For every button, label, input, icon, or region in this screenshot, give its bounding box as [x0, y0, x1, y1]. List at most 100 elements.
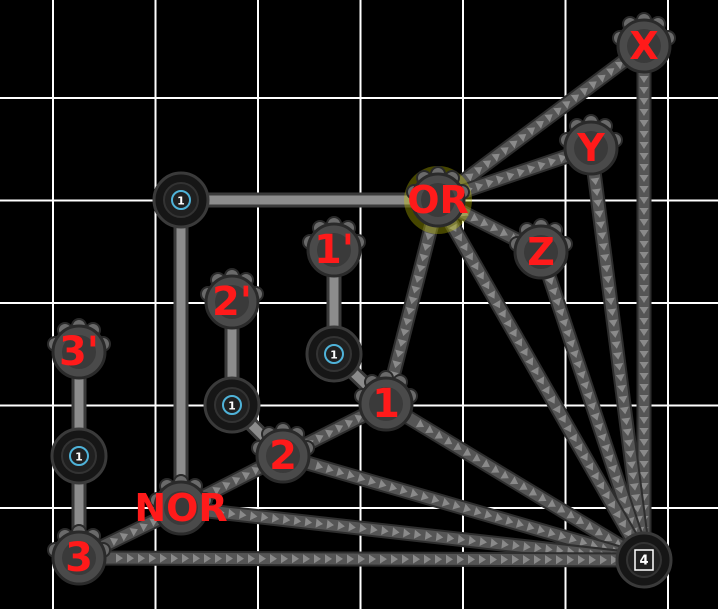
chain-arrow-icon [498, 309, 506, 318]
chain-arrow-icon [566, 555, 575, 565]
chain-arrow-icon [441, 497, 450, 507]
gate-node-n1[interactable]: 1 [354, 370, 418, 432]
chain-arrow-icon [481, 459, 490, 468]
chain-arrow-icon [501, 539, 509, 549]
chain-arrow-icon [587, 402, 596, 411]
gate-node-x[interactable]: X [612, 12, 676, 74]
chain-arrow-icon [509, 140, 518, 149]
counter-value: 1 [75, 451, 83, 464]
chain-arrow-icon [566, 339, 576, 348]
gate-node-z[interactable]: Z [509, 218, 573, 280]
chain-arrow-icon [575, 516, 585, 525]
chain-link[interactable] [533, 249, 652, 563]
gate-node-n3p[interactable]: 3' [47, 318, 111, 380]
gate-core [574, 131, 608, 165]
chain-arrow-icon [435, 532, 444, 542]
chain-arrow-icon [569, 433, 577, 442]
chain-arrow-icon [467, 554, 476, 564]
chain-arrow-icon [346, 554, 355, 564]
chain-arrow-icon [337, 521, 345, 531]
chain-arrow-icon [392, 527, 400, 537]
chain-arrow-icon [623, 529, 632, 538]
chain-arrow-icon [615, 485, 624, 494]
chain-arrow-icon [258, 554, 267, 564]
chain-arrow-icon [491, 465, 500, 473]
chain-arrow-icon [325, 464, 334, 473]
gate-label: 2 [269, 433, 297, 479]
counter-node[interactable]: 1 [203, 376, 261, 434]
chain-link[interactable] [433, 39, 649, 207]
gate-core [164, 491, 198, 525]
chain-arrow-icon [454, 233, 463, 242]
chain-arrow-icon [604, 454, 614, 463]
chain-arrow-icon [115, 553, 124, 563]
gate-node-or[interactable]: OR [404, 166, 472, 234]
chain-arrow-icon [509, 476, 519, 485]
chain-arrow-icon [585, 462, 594, 471]
chain-arrow-icon [304, 517, 313, 527]
chain-arrow-icon [525, 357, 534, 366]
chain-arrow-icon [610, 555, 619, 565]
chain-arrow-icon [487, 290, 495, 299]
hub-counter-node[interactable]: 4 [615, 531, 673, 589]
chain-arrow-icon [236, 554, 245, 564]
chain-arrow-icon [214, 553, 223, 563]
chain-arrow-icon [601, 264, 611, 273]
gate-node-n1p[interactable]: 1' [302, 216, 366, 278]
gate-core [266, 439, 300, 473]
chain-arrow-icon [562, 329, 572, 338]
chain-arrow-icon [639, 296, 649, 303]
gate-label: 2' [212, 279, 252, 325]
chain-arrow-icon [610, 330, 619, 338]
chain-arrow-icon [446, 533, 455, 543]
chain-arrow-icon [491, 153, 500, 162]
chain-link[interactable] [180, 500, 645, 568]
gate-node-n2p[interactable]: 2' [200, 268, 264, 330]
chain-link[interactable] [78, 550, 645, 568]
chain-arrow-icon [415, 419, 425, 428]
chain-arrow-icon [601, 443, 610, 452]
chain-link[interactable] [636, 46, 652, 560]
chain-arrow-icon [541, 385, 550, 395]
counter-node[interactable]: 1 [50, 427, 108, 485]
gate-label: 3 [65, 535, 93, 581]
chain-arrow-icon [604, 286, 614, 295]
chain-arrow-icon [514, 338, 523, 347]
bracket-icon [634, 549, 654, 571]
chain-link[interactable] [378, 198, 446, 406]
chain-arrow-icon [622, 428, 632, 437]
gate-node-n3[interactable]: 3 [47, 524, 111, 586]
chain-arrow-icon [522, 555, 531, 565]
chain-arrow-icon [559, 318, 569, 327]
chain-arrow-icon [472, 453, 481, 462]
gate-label: 1' [314, 227, 354, 273]
chain-link[interactable] [382, 397, 648, 567]
chain-arrow-icon [324, 554, 333, 564]
chain-arrow-icon [505, 516, 514, 525]
gate-node-nor[interactable]: NOR [134, 474, 228, 536]
chain-arrow-icon [556, 308, 565, 317]
counter-value: 4 [639, 554, 648, 569]
counter-node[interactable]: 1 [152, 171, 210, 229]
chain-arrow-icon [456, 554, 465, 564]
chain-arrow-icon [109, 537, 119, 546]
counter-node[interactable]: 1 [305, 325, 363, 383]
chain-arrow-icon [604, 533, 613, 542]
chain-arrow-icon [119, 533, 129, 542]
chain-arrow-icon [579, 537, 588, 547]
chain-arrow-icon [411, 285, 421, 294]
chain-arrow-icon [395, 349, 404, 358]
chain-arrow-icon [639, 373, 649, 380]
chain-arrow-icon [639, 307, 649, 314]
chain-arrow-icon [508, 328, 517, 337]
chain-arrow-icon [357, 554, 366, 564]
chain-arrow-icon [588, 555, 597, 565]
gate-node-y[interactable]: Y [559, 114, 623, 176]
chain-arrow-icon [594, 422, 603, 432]
chain-arrow-icon [611, 341, 621, 349]
chain-arrow-icon [563, 424, 572, 433]
gate-node-n2[interactable]: 2 [251, 422, 315, 484]
chain-link[interactable] [431, 196, 651, 564]
